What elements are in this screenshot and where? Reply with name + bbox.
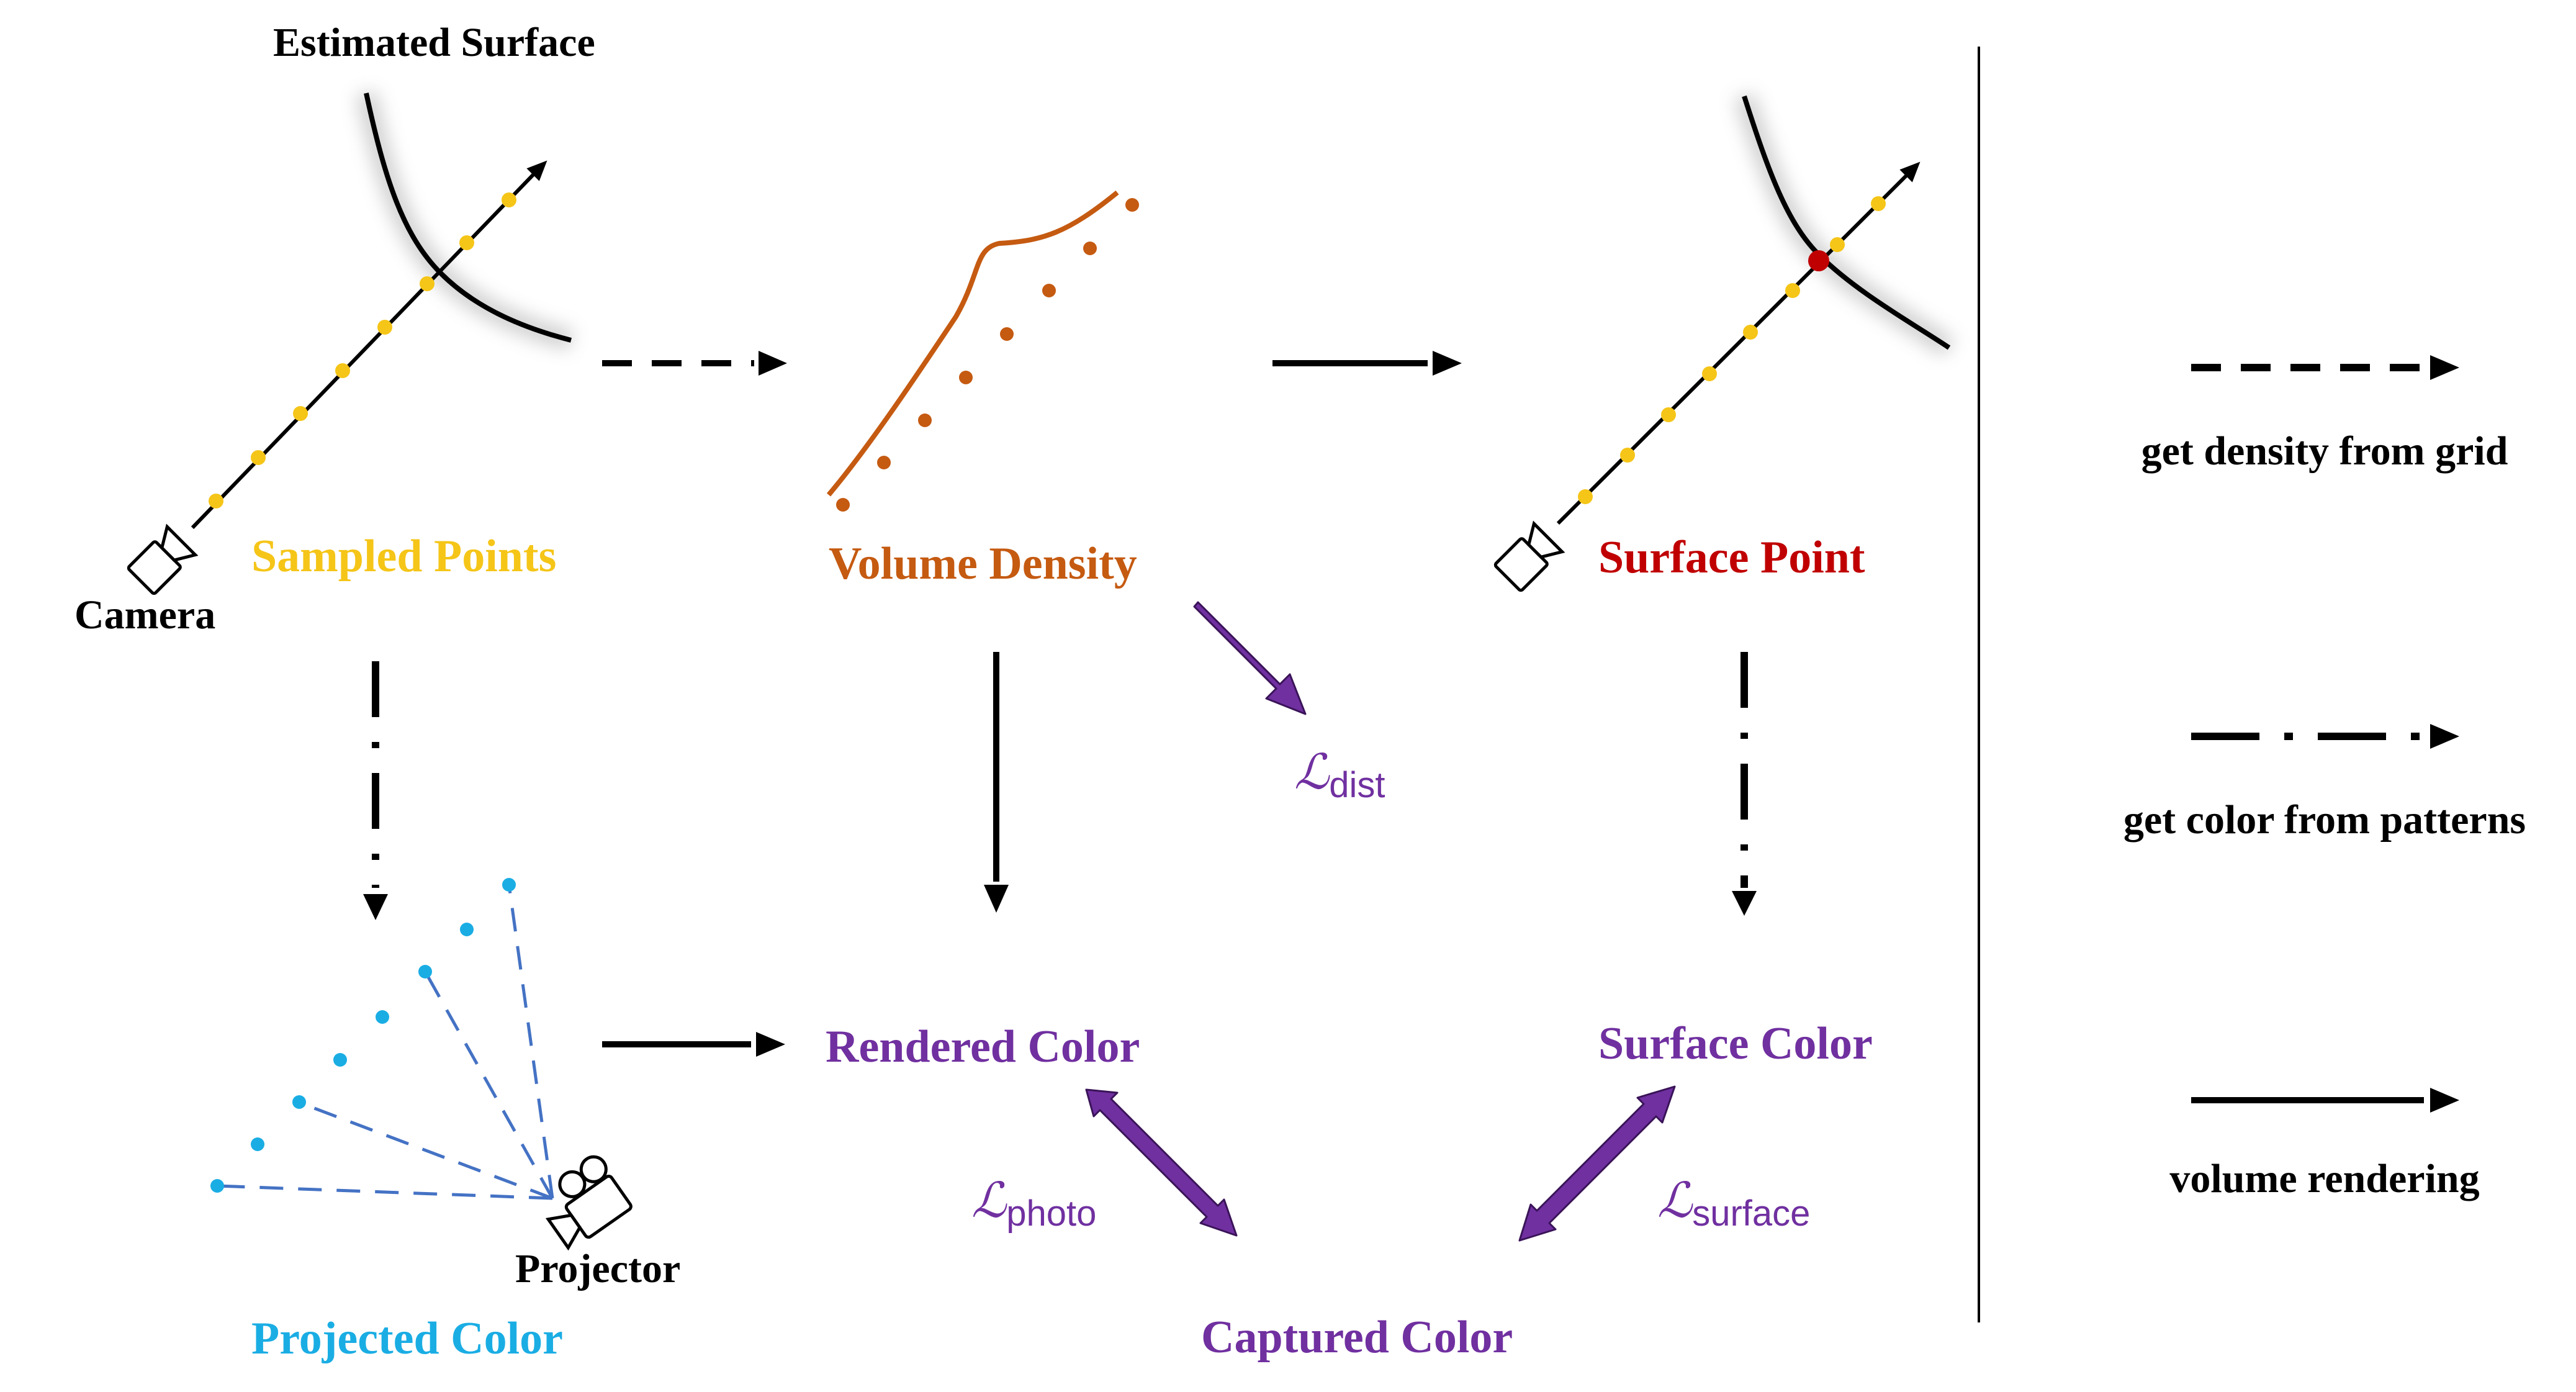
- density-samples: [836, 198, 1139, 512]
- camera-ray: [191, 166, 542, 530]
- legend-dashed-label: get density from grid: [2141, 428, 2508, 474]
- top-arrows: [602, 351, 1462, 376]
- surface-ray-point: [1620, 448, 1635, 463]
- sampled-point: [377, 320, 392, 335]
- surface-ray-point: [1871, 196, 1886, 211]
- sampled-points-dots: [209, 192, 516, 508]
- projected-dot: [376, 1010, 389, 1024]
- projected-color-label: Projected Color: [251, 1313, 563, 1364]
- density-sample: [1125, 198, 1139, 212]
- surface-ray-point: [1830, 237, 1845, 252]
- surface-color-label: Surface Color: [1598, 1018, 1873, 1069]
- estimated-surface-label: Estimated Surface: [273, 20, 595, 65]
- surface-ray-point: [1578, 489, 1593, 504]
- surface-curve-glow: [1734, 93, 1955, 357]
- projected-dot: [292, 1095, 306, 1109]
- dashed-arrow-head: [759, 351, 787, 376]
- sampled-point: [251, 450, 266, 465]
- camera-label: Camera: [74, 592, 215, 638]
- surface-ray-point: [1785, 283, 1800, 298]
- panel-volume-density: Volume Density: [826, 190, 1139, 589]
- loss-arrows: [1085, 601, 1676, 1242]
- camera-ray-arrowhead: [526, 160, 547, 181]
- projector-ray: [297, 1100, 553, 1200]
- loss-symbol: ℒ: [1657, 1173, 1693, 1229]
- sampled-point: [293, 406, 308, 421]
- rendered-color-label: Rendered Color: [826, 1021, 1140, 1072]
- solid-arrow-head: [1433, 351, 1462, 376]
- sampled-point: [335, 363, 350, 378]
- density-curve: [826, 190, 1119, 497]
- projector-icon: [545, 1155, 633, 1251]
- vertical-arrows: [363, 652, 1757, 1057]
- estimated-surface-glow: [356, 91, 574, 351]
- captured-color-label: Captured Color: [1201, 1312, 1513, 1363]
- loss-symbol: ℒ: [971, 1173, 1007, 1229]
- surface-camera-icon: [1493, 520, 1565, 592]
- dashdot-arrow-head-2: [1732, 891, 1757, 916]
- solid-arrow-head-down: [984, 885, 1009, 913]
- surface-ray-arrowhead: [1899, 161, 1921, 183]
- density-sample: [959, 371, 973, 384]
- projected-dots: [210, 878, 516, 1193]
- density-sample: [877, 456, 891, 469]
- dist-loss-arrow: [1193, 601, 1307, 715]
- panel-sampled-points: Estimated Surface Sampled Points Camera: [74, 20, 595, 638]
- solid-arrow-head-right: [756, 1032, 785, 1057]
- projector-ray: [217, 1184, 553, 1200]
- loss-subscript: dist: [1329, 765, 1385, 805]
- density-sample: [918, 414, 932, 427]
- loss-subscript: photo: [1006, 1193, 1096, 1234]
- surface-point-label: Surface Point: [1598, 532, 1865, 583]
- loss-subscript: surface: [1692, 1193, 1810, 1234]
- surface-ray-points: [1578, 196, 1886, 504]
- surface-point-marker: [1808, 250, 1829, 271]
- sampled-point: [459, 235, 474, 250]
- density-sample: [836, 498, 850, 512]
- dashdot-arrow-head: [363, 894, 388, 920]
- panel-surface-point: Surface Point: [1493, 93, 1955, 592]
- legend-dashdot-label: get color from patterns: [2123, 797, 2526, 843]
- sampled-point: [209, 494, 223, 508]
- loss-symbol: ℒ: [1294, 744, 1330, 800]
- projected-dot: [418, 965, 432, 978]
- projector-ray: [423, 970, 554, 1200]
- density-sample: [1083, 242, 1097, 255]
- sampled-points-label: Sampled Points: [251, 531, 556, 582]
- projected-dot: [502, 878, 516, 892]
- density-sample: [1000, 327, 1014, 341]
- surface-curve: [1742, 95, 1951, 350]
- surface-loss-label: ℒsurface: [1657, 1173, 1810, 1234]
- surface-ray-point: [1743, 325, 1758, 340]
- projected-dot: [251, 1137, 264, 1151]
- camera-icon: [127, 523, 199, 595]
- sampled-point: [502, 192, 516, 207]
- projected-dot: [333, 1053, 347, 1067]
- panel-projected-color: Projector Projected Color: [210, 878, 680, 1364]
- surface-ray-point: [1702, 366, 1717, 381]
- legend-solid-head: [2430, 1088, 2459, 1113]
- density-sample: [1042, 284, 1056, 297]
- sampled-point: [420, 276, 435, 291]
- projected-dot: [210, 1179, 224, 1193]
- legend-dashdot-head: [2430, 724, 2459, 749]
- volume-density-label: Volume Density: [829, 538, 1137, 589]
- photo-loss-label: ℒphoto: [971, 1173, 1096, 1234]
- projector-ray: [507, 884, 554, 1199]
- surface-ray: [1556, 167, 1915, 525]
- projector-rays: [217, 884, 554, 1200]
- surface-loss-arrow: [1518, 1085, 1676, 1242]
- photo-loss-arrow: [1085, 1088, 1238, 1237]
- surface-ray-point: [1661, 407, 1676, 422]
- dist-loss-label: ℒdist: [1294, 744, 1385, 805]
- legend-solid-label: volume rendering: [2169, 1156, 2479, 1201]
- legend: get density from grid get color from pat…: [2123, 355, 2526, 1201]
- projector-label: Projector: [515, 1246, 680, 1291]
- legend-dashed-head: [2430, 355, 2459, 380]
- projected-dot: [460, 923, 474, 936]
